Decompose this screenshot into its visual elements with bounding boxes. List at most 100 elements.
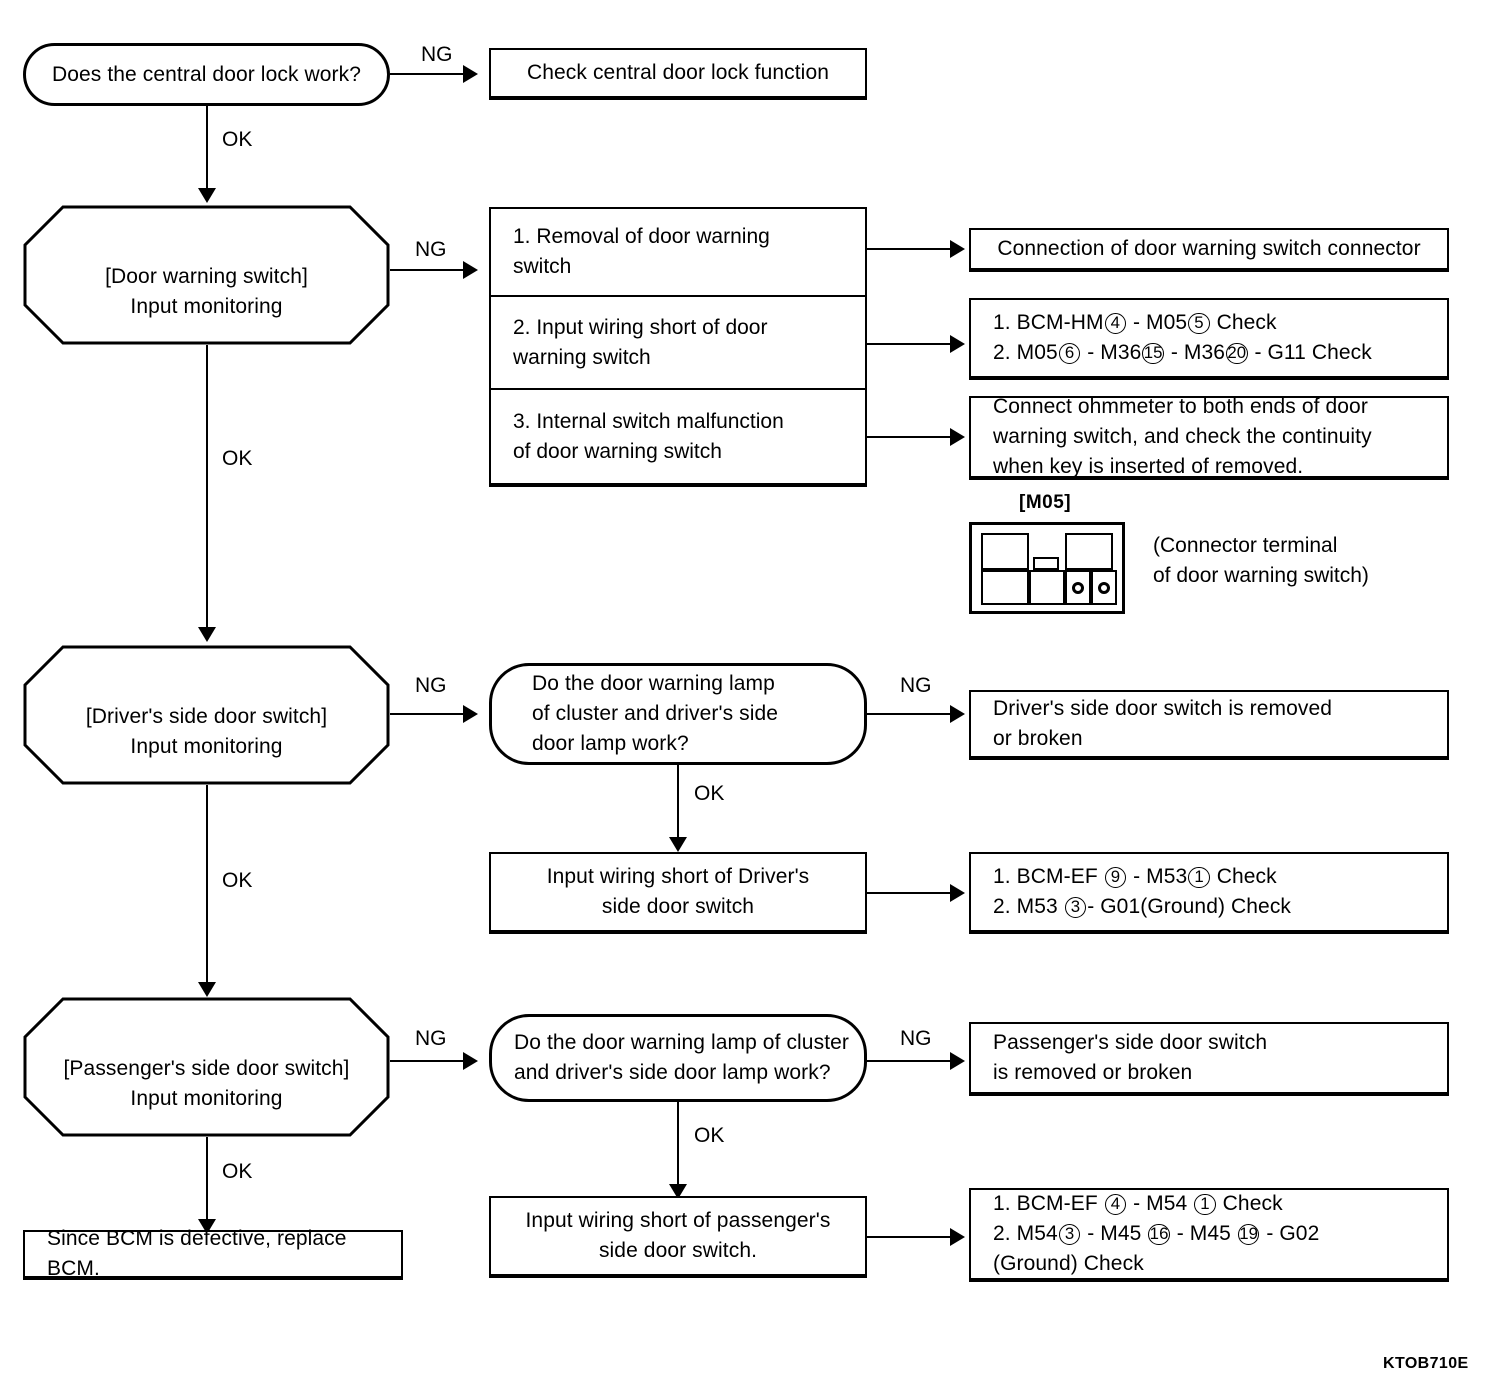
result-passenger-input-wiring-short: Input wiring short of passenger's side d… <box>489 1196 867 1276</box>
connector-q1-to-dws <box>206 106 208 191</box>
process-passenger-side-door-switch: [Passenger's side door switch] Input mon… <box>23 997 390 1137</box>
connector-cause1-to-fix1 <box>867 248 952 250</box>
connector-cell-right-top <box>1065 533 1113 570</box>
fix-ohmmeter-continuity: Connect ohmmeter to both ends of door wa… <box>969 395 1449 478</box>
fix-passenger-check-line1-post: Check <box>1216 1192 1283 1215</box>
connector-passenger-to-question <box>390 1060 465 1062</box>
connector-cell-hole-1 <box>1065 570 1091 605</box>
arrowhead-passengerwiring-to-check <box>950 1228 965 1246</box>
result-passenger-switch-removed: Passenger's side door switch is removed … <box>969 1022 1449 1094</box>
arrowhead-driver-to-passenger <box>198 982 216 997</box>
edge-label-ok-1: OK <box>222 128 253 151</box>
fix-ohmmeter-line1: Connect ohmmeter to both ends of door <box>993 395 1368 418</box>
causes-door-warning-switch-box: 1. Removal of door warning switch 2. Inp… <box>489 207 867 485</box>
connector-dws-to-driver <box>206 345 208 630</box>
process-door-warning-switch-line1: [Door warning switch] <box>105 265 308 288</box>
circled-number-1-passenger: 1 <box>1194 1193 1216 1216</box>
cause-row-2-line2: warning switch <box>513 345 651 369</box>
arrowhead-passengerq-to-wiring <box>669 1184 687 1199</box>
edge-label-ng-1: NG <box>421 43 453 66</box>
edge-label-ok-5: OK <box>694 1124 725 1147</box>
decision-central-door-lock: Does the central door lock work? <box>23 43 390 106</box>
result-passenger-switch-removed-line1: Passenger's side door switch <box>993 1031 1268 1054</box>
connector-cell-mid-bottom <box>1029 570 1065 605</box>
connector-driverwiring-to-check <box>867 892 952 894</box>
result-passenger-input-wiring-line1: Input wiring short of passenger's <box>525 1209 831 1232</box>
connector-driver-to-passenger <box>206 785 208 985</box>
connector-terminal-diagram <box>969 522 1125 614</box>
process-driver-side-line1: [Driver's side door switch] <box>85 705 328 728</box>
decision-passenger-lamp-line2: and driver's side door lamp work? <box>514 1061 831 1084</box>
connector-driverq-to-removed <box>867 713 952 715</box>
circled-number-6: 6 <box>1058 342 1081 365</box>
decision-passenger-lamp-line1: Do the door warning lamp of cluster <box>514 1031 849 1054</box>
fix-wiring-dws-line1-pre: 1. BCM-HM <box>993 311 1104 334</box>
arrowhead-driverq-to-wiring <box>669 837 687 852</box>
action-check-central-door-lock-label: Check central door lock function <box>526 61 830 84</box>
connector-cell-hole-2 <box>1091 570 1117 605</box>
octagon-outline-driver <box>23 645 390 785</box>
fix-driver-check-line1-mid: - M53 <box>1127 865 1188 888</box>
edge-label-ok-4: OK <box>222 869 253 892</box>
result-driver-switch-removed-line1: Driver's side door switch is removed <box>993 697 1333 720</box>
process-door-warning-switch: [Door warning switch] Input monitoring <box>23 205 390 345</box>
cause-row-3-line1: 3. Internal switch malfunction <box>513 409 784 433</box>
cause-row-2-line1: 2. Input wiring short of door <box>513 315 768 339</box>
fix-wiring-dws-line1-mid: - M05 <box>1127 311 1188 334</box>
fix-passenger-check-line1-mid: - M54 <box>1127 1192 1194 1215</box>
connector-tab-center <box>1033 557 1059 570</box>
edge-label-ng-2: NG <box>415 238 447 261</box>
fix-wiring-dws-line2-pre: 2. M05 <box>993 341 1058 364</box>
decision-driver-lamp-work: Do the door warning lamp of cluster and … <box>489 663 867 765</box>
octagon-outline-passenger <box>23 997 390 1137</box>
cause-row-1: 1. Removal of door warning switch <box>491 209 865 295</box>
result-passenger-input-wiring-line2: side door switch. <box>598 1239 758 1262</box>
connector-passengerwiring-to-check <box>867 1236 952 1238</box>
process-passenger-side-line2: Input monitoring <box>130 1087 283 1110</box>
cause-row-2: 2. Input wiring short of door warning sw… <box>491 295 865 388</box>
fix-driver-check-line2-pre: 2. M53 <box>993 895 1064 918</box>
fix-wiring-dws-line2-mid1: - M36 <box>1081 341 1142 364</box>
arrowhead-cause2-to-fix2 <box>950 335 965 353</box>
circled-number-3-driver: 3 <box>1064 896 1087 919</box>
edge-label-ng-3: NG <box>415 674 447 697</box>
fix-passenger-check-line2-mid2: - M45 <box>1170 1222 1237 1245</box>
fix-passenger-check-line1-pre: 1. BCM-EF <box>993 1192 1104 1215</box>
connector-figure-caption-line1: (Connector terminal <box>1153 534 1338 557</box>
fix-wiring-dws-line1-post: Check <box>1210 311 1277 334</box>
connector-figure-caption-line2: of door warning switch) <box>1153 564 1369 587</box>
fix-passenger-check-line2-pre: 2. M54 <box>993 1222 1058 1245</box>
circled-number-9: 9 <box>1104 866 1127 889</box>
decision-passenger-lamp-work: Do the door warning lamp of cluster and … <box>489 1014 867 1102</box>
fix-wiring-dws-line2-post: - G11 Check <box>1248 341 1372 364</box>
connector-q1-to-check <box>390 73 465 75</box>
circled-number-4: 4 <box>1104 312 1127 335</box>
edge-label-ng-6: NG <box>900 1027 932 1050</box>
cause-row-3: 3. Internal switch malfunction of door w… <box>491 388 865 483</box>
connector-driverq-to-wiring <box>677 765 679 840</box>
connector-cell-left-bottom <box>981 570 1029 605</box>
result-passenger-switch-removed-line2: is removed or broken <box>993 1061 1193 1084</box>
circled-number-4-passenger: 4 <box>1104 1193 1127 1216</box>
circled-number-3-passenger: 3 <box>1058 1223 1081 1246</box>
connector-dws-to-causes <box>390 269 465 271</box>
fix-passenger-check-line2-post: - G02 <box>1260 1222 1320 1245</box>
circled-number-19: 19 <box>1237 1223 1260 1246</box>
arrowhead-dws-to-driver <box>198 627 216 642</box>
connector-cause3-to-fix3 <box>867 436 952 438</box>
decision-driver-lamp-line2: of cluster and driver's side <box>532 702 779 725</box>
process-passenger-side-line1: [Passenger's side door switch] <box>63 1057 350 1080</box>
arrowhead-driverq-to-removed <box>950 705 965 723</box>
fix-wiring-dws-line2-mid2: - M36 <box>1164 341 1226 364</box>
process-driver-side-door-switch: [Driver's side door switch] Input monito… <box>23 645 390 785</box>
edge-label-ok-2: OK <box>222 447 253 470</box>
fix-driver-check-line2-post: - G01(Ground) Check <box>1087 895 1292 918</box>
circled-number-16: 16 <box>1148 1223 1170 1246</box>
